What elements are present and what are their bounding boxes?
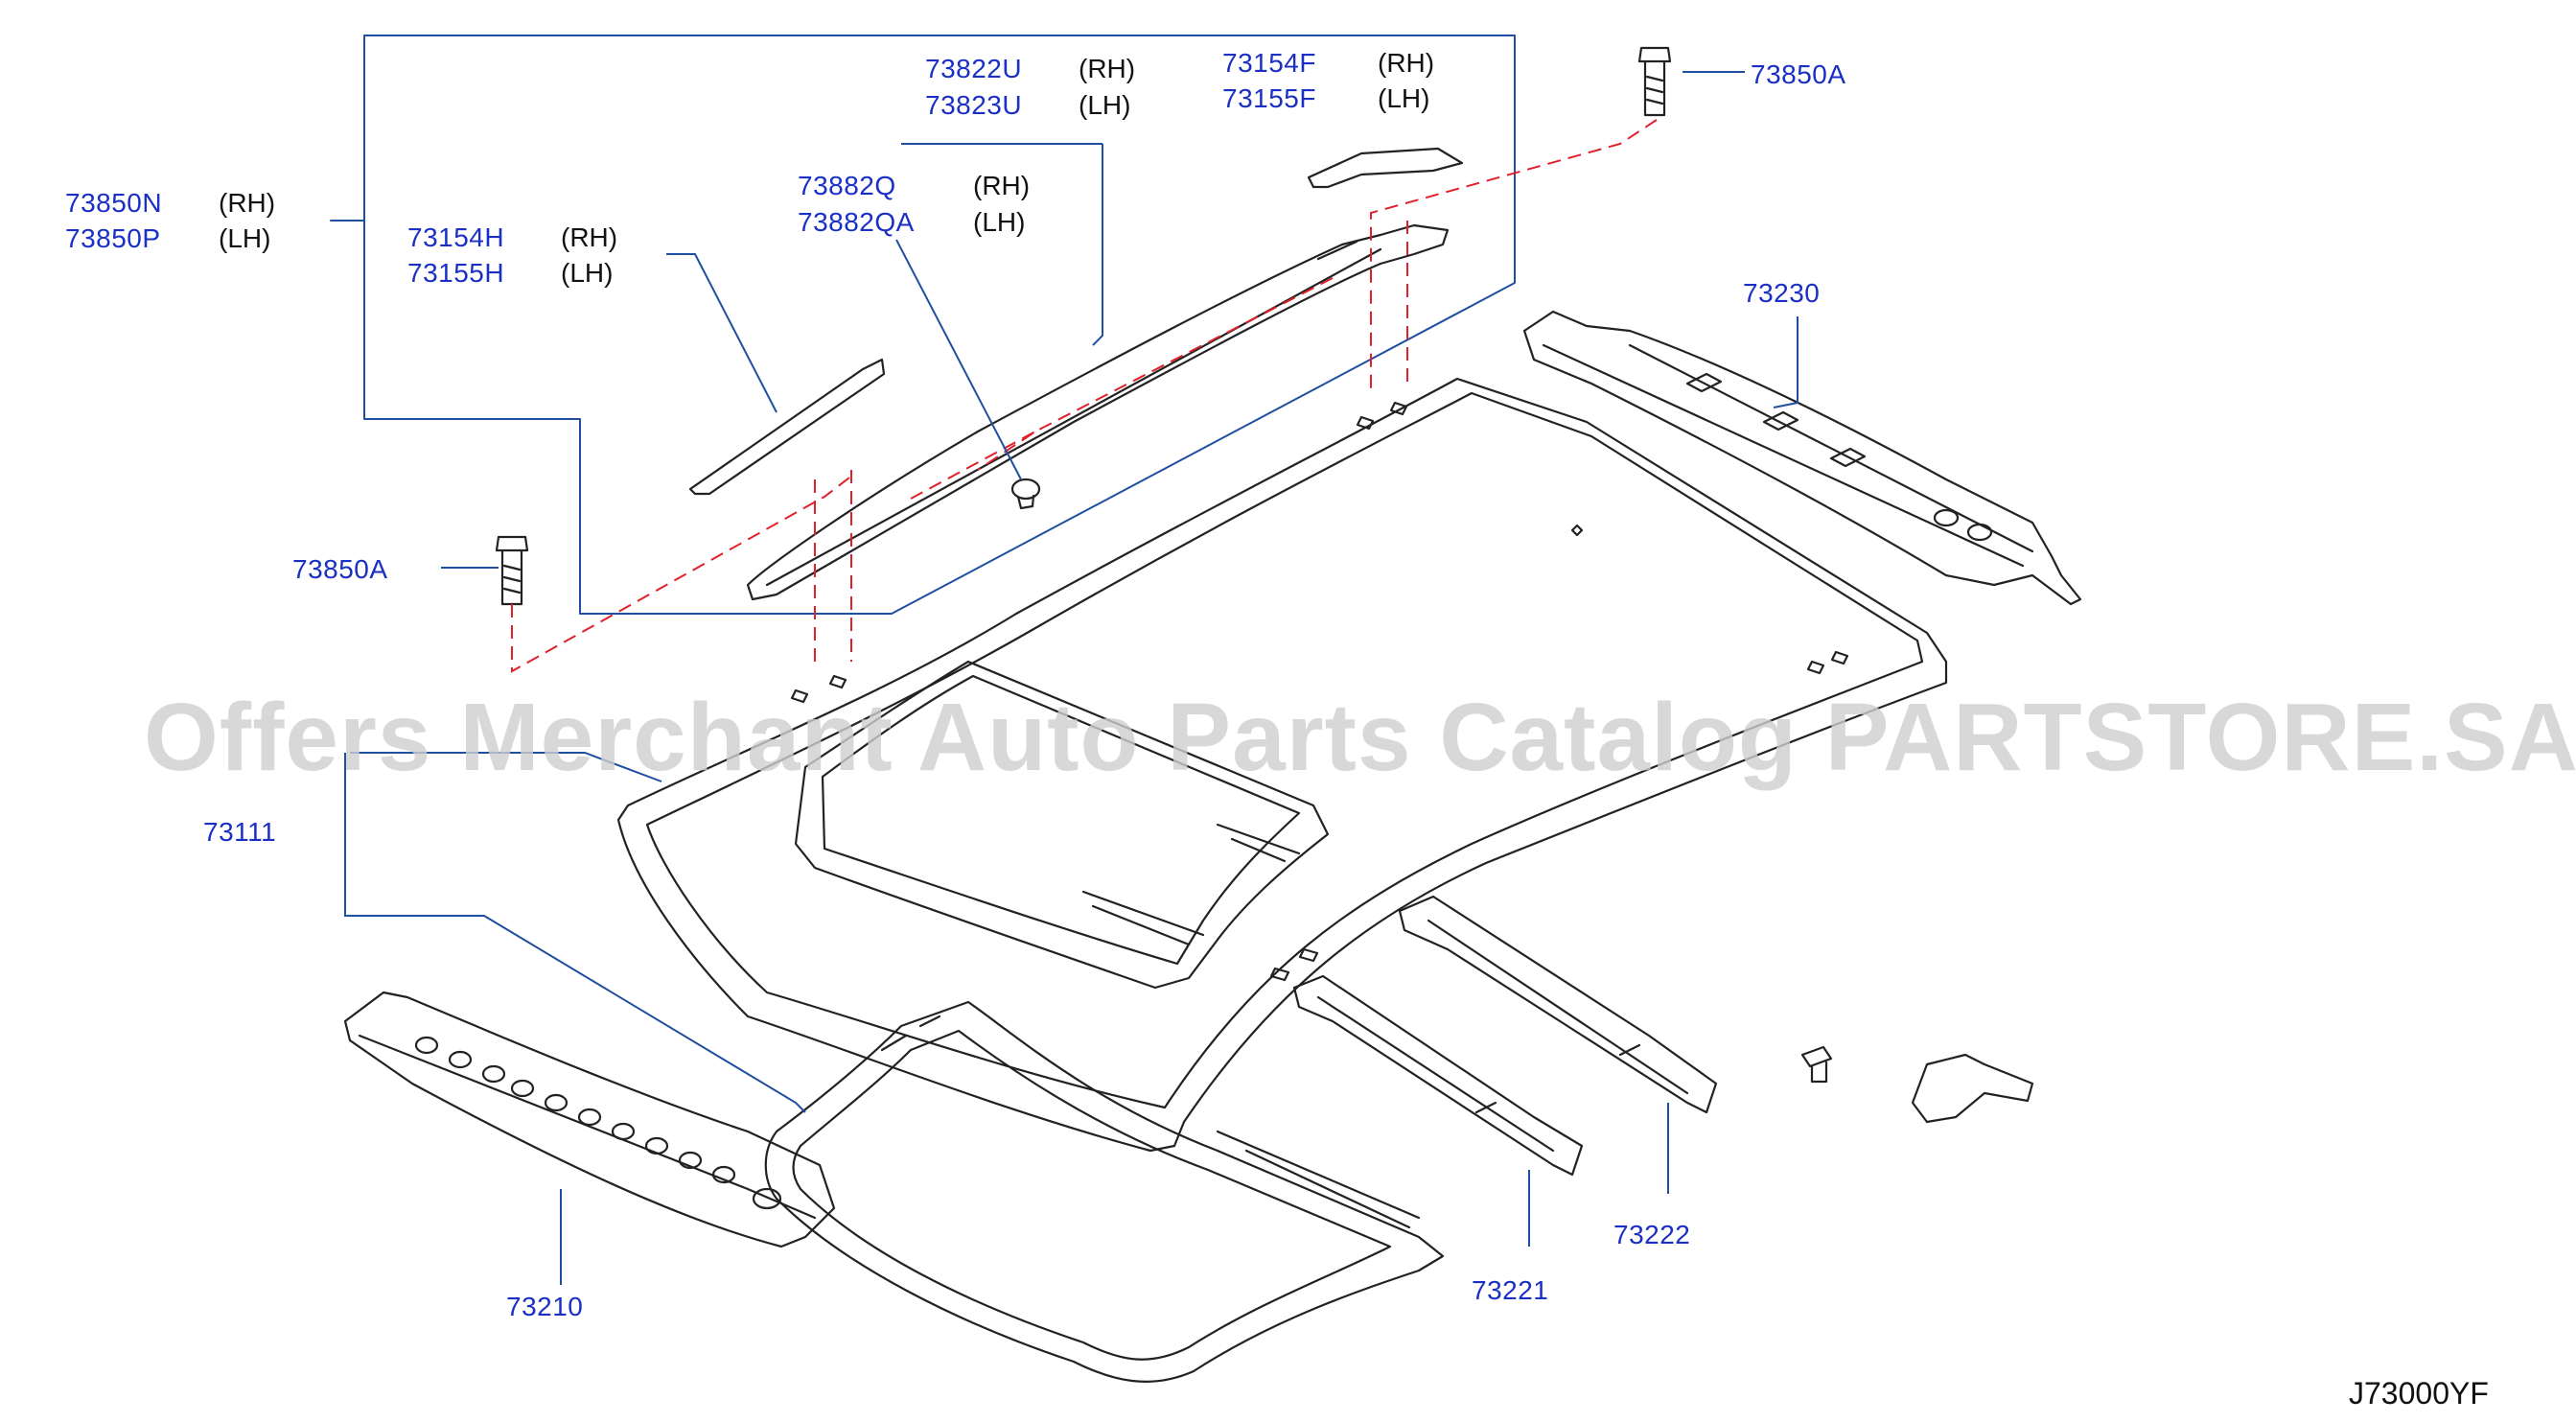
callout-73222[interactable]: 73222 <box>1613 1220 1691 1249</box>
callout-73882Q-side: (RH) <box>973 171 1031 200</box>
callout-73850P-side: (LH) <box>219 223 271 253</box>
callout-73210[interactable]: 73210 <box>506 1292 584 1321</box>
callout-73154H-side: (RH) <box>561 222 618 252</box>
callout-73850N-side: (RH) <box>219 188 276 218</box>
callout-73882QA-side: (LH) <box>973 207 1026 237</box>
bracket-small <box>1911 1053 2034 1124</box>
group-bracket <box>330 35 1516 615</box>
callout-73850N-number[interactable]: 73850N <box>65 188 163 218</box>
callout-73822U-side: (RH) <box>1079 54 1136 83</box>
callout-73882QA-number[interactable]: 73882QA <box>798 207 915 237</box>
clip-73882Q <box>1010 478 1041 510</box>
front-roof-rail <box>343 991 836 1248</box>
sunroof-opening <box>794 660 1330 990</box>
callout-73823U-side: (LH) <box>1079 90 1131 120</box>
callout-73154F-number[interactable]: 73154F <box>1222 48 1316 78</box>
bolt-top <box>1637 46 1672 117</box>
rear-roof-rail <box>1522 310 2082 606</box>
callout-73850P-number[interactable]: 73850P <box>65 223 161 253</box>
leader-lines <box>344 71 1799 1285</box>
callout-73850A-top[interactable]: 73850A <box>1751 59 1846 89</box>
callout-73154H-number[interactable]: 73154H <box>407 222 505 252</box>
roof-bow-73221 <box>1292 974 1584 1177</box>
callout-73154F-side: (RH) <box>1378 48 1435 78</box>
callout-73155F-number[interactable]: 73155F <box>1222 83 1316 113</box>
assembly-lines <box>511 119 1658 673</box>
callout-73882Q-number[interactable]: 73882Q <box>798 171 896 200</box>
callout-73221[interactable]: 73221 <box>1472 1275 1549 1305</box>
rail-finisher-73154F <box>1307 147 1464 189</box>
callout-73155H-side: (LH) <box>561 258 614 288</box>
roof-panel <box>616 377 1948 1153</box>
roof-frame-inner <box>764 1000 1445 1383</box>
callout-73823U-number[interactable]: 73823U <box>925 90 1023 120</box>
rail-finisher-73154H <box>688 358 886 496</box>
callout-73111[interactable]: 73111 <box>203 817 277 847</box>
roof-rail <box>746 223 1450 601</box>
callout-73230[interactable]: 73230 <box>1743 278 1821 308</box>
roof-bow-73222 <box>1398 895 1718 1114</box>
clip-small <box>1800 1045 1833 1084</box>
callout-73822U-number[interactable]: 73822U <box>925 54 1023 83</box>
diagram-code: J73000YF <box>2349 1376 2489 1411</box>
callout-73850A-left[interactable]: 73850A <box>292 554 388 584</box>
callout-73155H-number[interactable]: 73155H <box>407 258 505 288</box>
callout-73155F-side: (LH) <box>1378 83 1430 113</box>
bolt-left <box>495 535 529 606</box>
watermark: Offers Merchant Auto Parts Catalog PARTS… <box>144 684 2576 791</box>
